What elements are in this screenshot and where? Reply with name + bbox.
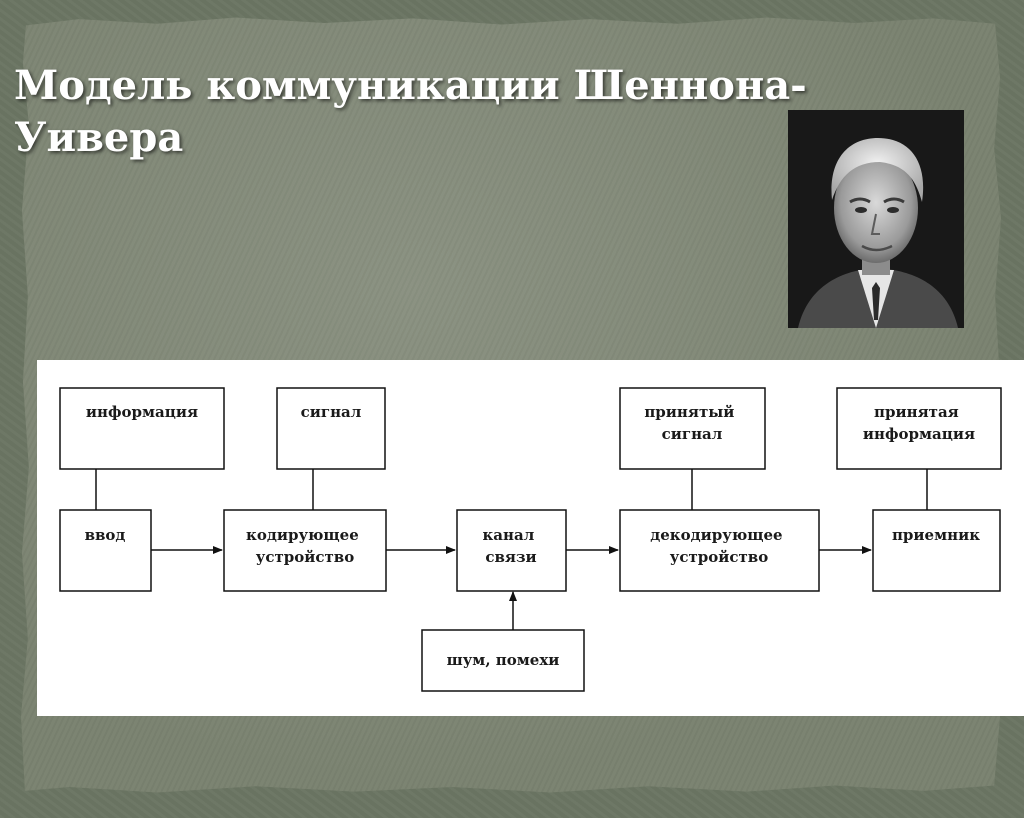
node-channel-line-2: связи (485, 548, 536, 566)
node-signal: сигнал (276, 387, 386, 470)
svg-text:сигнал: сигнал (301, 403, 362, 421)
node-input-line-1: ввод (85, 526, 126, 544)
node-information: информация (59, 387, 225, 470)
node-receiver: приемник (872, 509, 1001, 592)
svg-text:кодирующее устройств: кодирующее устройство (246, 526, 364, 566)
portrait-photo (788, 110, 964, 328)
node-encoder-line-1: кодирующее (246, 526, 359, 544)
title-line-1: Модель коммуникации Шеннона- (14, 62, 807, 109)
svg-text:канал связи: канал связи (482, 526, 539, 566)
node-channel-line-1: канал (482, 526, 534, 544)
node-receiver-line-1: приемник (892, 526, 980, 544)
node-input: ввод (59, 509, 152, 592)
node-decoder-line-1: декодирующее (650, 526, 782, 544)
node-noise-line-1: шум, помехи (447, 651, 560, 669)
node-noise: шум, помехи (421, 629, 585, 692)
node-received-information-line-2: информация (863, 425, 975, 443)
diagram-panel: информация сигнал принятый сигнал при (37, 360, 1024, 716)
node-received-signal-line-1: принятый (644, 403, 734, 421)
svg-text:декодирующее устройс: декодирующее устройство (650, 526, 788, 566)
title-line-2: Уивера (14, 114, 184, 161)
svg-text:информация: информация (86, 403, 198, 421)
node-encoder: кодирующее устройство (223, 509, 387, 592)
svg-text:приемник: приемник (892, 526, 980, 544)
svg-text:ввод: ввод (85, 526, 126, 544)
node-decoder-line-2: устройство (670, 548, 769, 566)
node-decoder: декодирующее устройство (619, 509, 820, 592)
node-channel: канал связи (456, 509, 567, 592)
node-received-information-line-1: принятая (874, 403, 959, 421)
node-information-line-1: информация (86, 403, 198, 421)
shannon-weaver-diagram: информация сигнал принятый сигнал при (59, 387, 1002, 692)
node-received-information: принятая информация (836, 387, 1002, 470)
portrait-illustration (788, 110, 964, 328)
node-received-signal-line-2: сигнал (662, 425, 723, 443)
node-received-signal: принятый сигнал (619, 387, 766, 470)
node-encoder-line-2: устройство (256, 548, 355, 566)
svg-text:принятый сигнал: принятый сигнал (644, 403, 739, 443)
node-signal-line-1: сигнал (301, 403, 362, 421)
svg-text:шум, помехи: шум, помехи (447, 651, 560, 669)
slide-title: Модель коммуникации Шеннона- Уивера (14, 60, 814, 164)
svg-text:принятая информация: принятая информация (863, 403, 975, 443)
